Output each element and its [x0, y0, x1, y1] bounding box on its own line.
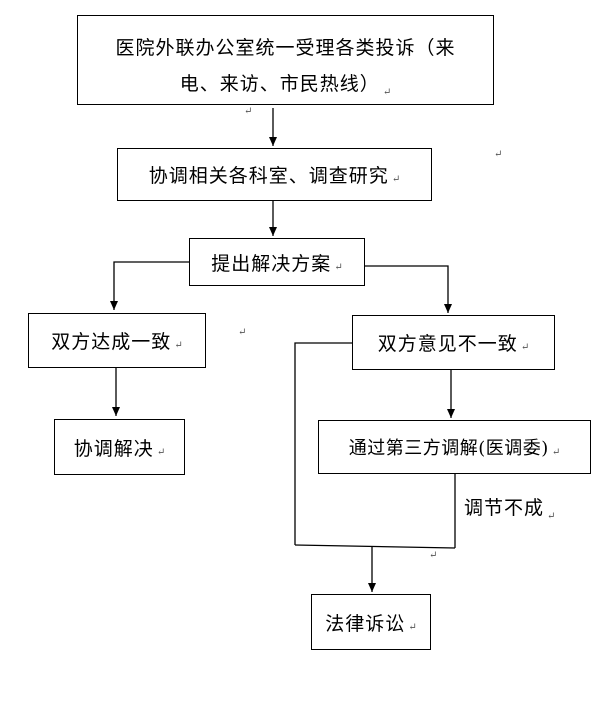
paragraph-mark: ↵: [391, 174, 401, 185]
arrow-propose-to-disagree: [364, 265, 452, 313]
paragraph-mark: ↵: [429, 550, 438, 561]
node-resolved-label: 协调解决: [73, 437, 154, 460]
node-intake-line1: 医院外联办公室统一受理各类投诉（来: [115, 37, 456, 59]
paragraph-mark: ↵: [244, 106, 253, 117]
paragraph-mark: ↵: [494, 149, 503, 160]
node-investigate-label: 协调相关各科室、调查研究: [148, 165, 389, 187]
node-agree: 双方达成一致↵: [28, 313, 206, 368]
line-merge: [294, 544, 456, 549]
node-mediation: 通过第三方调解(医调委)↵: [318, 420, 591, 474]
paragraph-mark: ↵: [408, 621, 417, 633]
node-lawsuit: 法律诉讼↵: [311, 594, 431, 650]
node-investigate: 协调相关各科室、调查研究↵: [117, 148, 432, 201]
node-lawsuit-label: 法律诉讼: [325, 612, 406, 635]
line-disagree-bypass: [294, 342, 352, 545]
node-intake-line2: 电、来访、市民热线）: [179, 73, 380, 95]
edge-label-mediation-failed-text: 调节不成: [464, 497, 545, 519]
node-agree-label: 双方达成一致: [51, 331, 172, 353]
paragraph-mark: ↵: [174, 340, 183, 351]
node-propose: 提出解决方案↵: [189, 238, 365, 286]
paragraph-mark: ↵: [334, 261, 343, 273]
paragraph-mark: ↵: [547, 511, 556, 522]
node-intake: 医院外联办公室统一受理各类投诉（来 电、来访、市民热线）↵: [77, 15, 494, 105]
paragraph-mark: ↵: [238, 327, 247, 338]
node-disagree: 双方意见不一致↵: [352, 315, 555, 370]
node-disagree-label: 双方意见不一致: [377, 333, 518, 355]
paragraph-mark: ↵: [382, 87, 392, 98]
paragraph-mark: ↵: [520, 342, 530, 353]
paragraph-mark: ↵: [551, 446, 561, 458]
paragraph-mark: ↵: [156, 446, 166, 458]
node-propose-label: 提出解决方案: [211, 252, 332, 275]
node-mediation-label: 通过第三方调解(医调委): [348, 438, 549, 459]
arrow-propose-to-agree: [110, 261, 189, 310]
node-resolved: 协调解决↵: [54, 419, 185, 475]
edge-label-mediation-failed: 调节不成↵: [464, 493, 556, 522]
